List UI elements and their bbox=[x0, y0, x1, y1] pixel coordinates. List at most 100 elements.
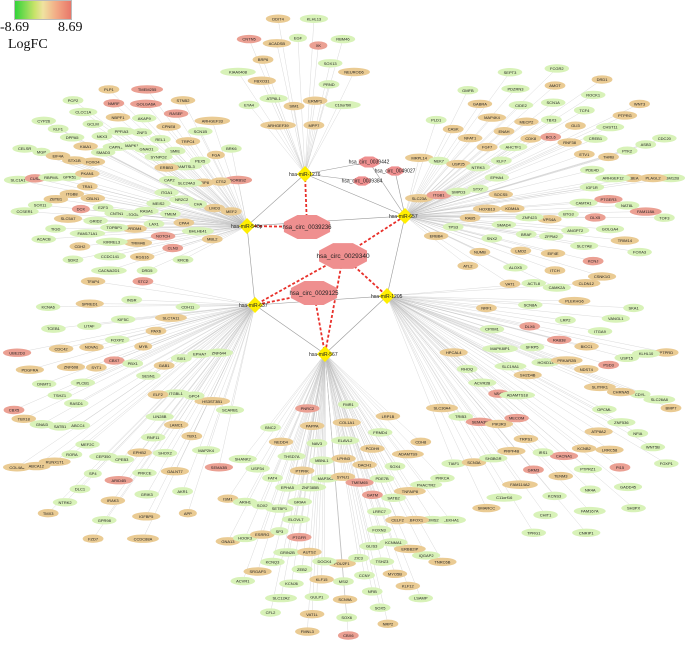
gene-node[interactable]: HOXB13 bbox=[472, 204, 502, 213]
gene-node[interactable]: ZNF423 bbox=[515, 212, 544, 222]
gene-node[interactable]: TBX18 bbox=[11, 414, 37, 423]
gene-node[interactable]: NFAT1 bbox=[457, 133, 483, 143]
gene-node[interactable]: ZFPM2 bbox=[538, 232, 564, 241]
gene-node[interactable]: ARHGEF39 bbox=[260, 121, 296, 130]
gene-node[interactable]: BICC1 bbox=[574, 342, 599, 351]
gene-node[interactable]: SYNJ1 bbox=[330, 472, 356, 481]
gene-node[interactable]: TNRC6B bbox=[428, 557, 457, 567]
gene-node[interactable]: PRND bbox=[318, 80, 340, 89]
gene-node[interactable]: GMFB bbox=[457, 86, 479, 95]
gene-node[interactable]: IGF1R bbox=[579, 182, 605, 192]
gene-node[interactable]: DCK bbox=[71, 204, 90, 214]
gene-node[interactable]: KCNB2 bbox=[571, 444, 597, 453]
gene-node[interactable]: CBX7 bbox=[103, 356, 125, 365]
gene-node[interactable]: ESRRG bbox=[249, 530, 275, 539]
gene-node[interactable]: TSHZ3 bbox=[369, 557, 395, 566]
gene-node[interactable]: MYO5B bbox=[382, 569, 408, 579]
gene-node[interactable]: NAT8L bbox=[614, 201, 640, 210]
gene-node[interactable]: BRK6 bbox=[220, 144, 242, 153]
gene-node[interactable]: HS3ST3B1 bbox=[194, 397, 231, 406]
gene-node[interactable]: FOXA3 bbox=[627, 247, 652, 257]
gene-node[interactable]: TNFAIP8 bbox=[393, 487, 426, 496]
gene-node[interactable]: CSNK1G bbox=[587, 272, 617, 281]
gene-node[interactable]: SCARB1 bbox=[215, 405, 245, 415]
gene-node[interactable]: LIN28B bbox=[145, 412, 174, 421]
circrna-node[interactable]: hsa_circ_0029125 bbox=[289, 281, 339, 305]
gene-node[interactable]: SOX13 bbox=[317, 59, 343, 68]
gene-node[interactable]: ITGA1 bbox=[154, 188, 179, 197]
circrna-node[interactable]: hsa_circ_0039384 bbox=[342, 176, 383, 186]
gene-node[interactable]: CIDE2 bbox=[508, 100, 534, 110]
gene-node[interactable]: FAM114A2 bbox=[502, 480, 538, 489]
gene-node[interactable]: SIX1 bbox=[170, 354, 192, 363]
gene-node[interactable]: PDE7B bbox=[369, 474, 395, 483]
gene-node[interactable]: PRKCE bbox=[132, 468, 157, 478]
gene-node[interactable]: STX7 bbox=[467, 184, 489, 193]
circrna-node[interactable]: hsa_circ_0039236 bbox=[282, 215, 332, 239]
gene-node[interactable]: GRIK3 bbox=[134, 490, 159, 499]
gene-node[interactable]: SCN9A bbox=[332, 595, 358, 604]
gene-node[interactable]: KLF1 bbox=[47, 124, 69, 134]
gene-node[interactable]: TIGD bbox=[45, 224, 67, 233]
gene-node[interactable]: EGF bbox=[288, 33, 307, 43]
gene-node[interactable]: GRID2 bbox=[83, 216, 108, 225]
gene-node[interactable]: EPHA5 bbox=[275, 483, 300, 492]
gene-node[interactable]: AHCTF1 bbox=[499, 142, 528, 152]
gene-node[interactable]: RNF11 bbox=[140, 433, 166, 442]
gene-node[interactable]: RHOQ bbox=[456, 364, 478, 374]
gene-node[interactable]: CHA bbox=[188, 199, 207, 209]
gene-node[interactable]: CBX5 bbox=[3, 405, 25, 415]
gene-node[interactable]: PTK2 bbox=[616, 146, 638, 155]
gene-node[interactable]: SCN1B bbox=[188, 127, 213, 136]
gene-node[interactable]: KLF12 bbox=[395, 581, 421, 591]
gene-node[interactable]: NTRK3 bbox=[465, 162, 491, 172]
gene-node[interactable]: KLF15 bbox=[309, 575, 334, 584]
gene-node[interactable]: LRP2 bbox=[555, 315, 576, 325]
gene-node[interactable]: PBX1 bbox=[122, 359, 144, 368]
mirna-node[interactable]: hsa-miR-548p bbox=[231, 218, 263, 234]
gene-node[interactable]: KDM4A bbox=[500, 204, 525, 213]
gene-node[interactable]: CACNA2D1 bbox=[91, 266, 127, 275]
gene-node[interactable]: GATM bbox=[362, 490, 383, 500]
gene-node[interactable]: PHACTR2 bbox=[410, 480, 443, 489]
gene-node[interactable]: FZD7 bbox=[82, 534, 104, 543]
gene-node[interactable]: ZNF536 bbox=[607, 418, 636, 427]
gene-node[interactable]: SYNPO2 bbox=[144, 152, 173, 161]
gene-node[interactable]: SOX11 bbox=[27, 200, 53, 210]
gene-node[interactable]: GOLGA4 bbox=[595, 224, 625, 234]
gene-node[interactable]: CNTN5 bbox=[236, 34, 262, 44]
gene-node[interactable]: FGF7 bbox=[476, 142, 498, 152]
gene-node[interactable]: SLC7A8 bbox=[570, 241, 599, 250]
circrna-node[interactable]: hsa_circ_0039442 bbox=[349, 156, 390, 168]
gene-node[interactable]: MYB bbox=[134, 342, 153, 351]
gene-node[interactable]: CDH8 bbox=[410, 437, 432, 447]
gene-node[interactable]: RAB38 bbox=[546, 335, 572, 345]
gene-node[interactable]: LAMC1 bbox=[163, 420, 189, 430]
gene-node[interactable]: SYT1 bbox=[85, 363, 107, 372]
gene-node[interactable]: C11orf16 bbox=[486, 493, 523, 502]
gene-node[interactable]: AKR1 bbox=[172, 487, 193, 496]
gene-node[interactable]: MEIS2 bbox=[146, 199, 171, 208]
gene-node[interactable]: USP25 bbox=[446, 159, 471, 169]
gene-node[interactable]: PTPRD bbox=[654, 348, 679, 357]
gene-node[interactable]: CPXM1 bbox=[479, 324, 505, 334]
gene-node[interactable]: PDGFRA bbox=[15, 365, 44, 374]
gene-node[interactable]: TMX3 bbox=[37, 509, 59, 518]
gene-node[interactable]: ARHGEF33 bbox=[194, 116, 231, 126]
gene-node[interactable]: FAM118A bbox=[629, 207, 662, 216]
gene-node[interactable]: DLC1 bbox=[69, 484, 91, 494]
gene-node[interactable]: LRP1B bbox=[375, 411, 401, 421]
gene-node[interactable]: GLI3 bbox=[565, 121, 586, 130]
gene-node[interactable]: ACTL8 bbox=[521, 279, 546, 288]
gene-node[interactable]: MECOM bbox=[504, 413, 529, 423]
gene-node[interactable]: DLX6 bbox=[519, 322, 541, 331]
gene-node[interactable]: FBXO31 bbox=[247, 76, 276, 85]
gene-node[interactable]: RORA bbox=[61, 450, 83, 459]
gene-node[interactable]: CEP350 bbox=[89, 452, 118, 461]
gene-node[interactable]: VAT1 bbox=[499, 279, 521, 289]
gene-node[interactable]: CDC20 bbox=[652, 134, 677, 143]
gene-node[interactable]: RASD1 bbox=[64, 399, 89, 408]
gene-node[interactable]: CAP2 bbox=[158, 175, 180, 185]
mirna-node[interactable]: hsa-miR-637 bbox=[239, 297, 268, 313]
gene-node[interactable]: PAPPA bbox=[299, 421, 325, 431]
